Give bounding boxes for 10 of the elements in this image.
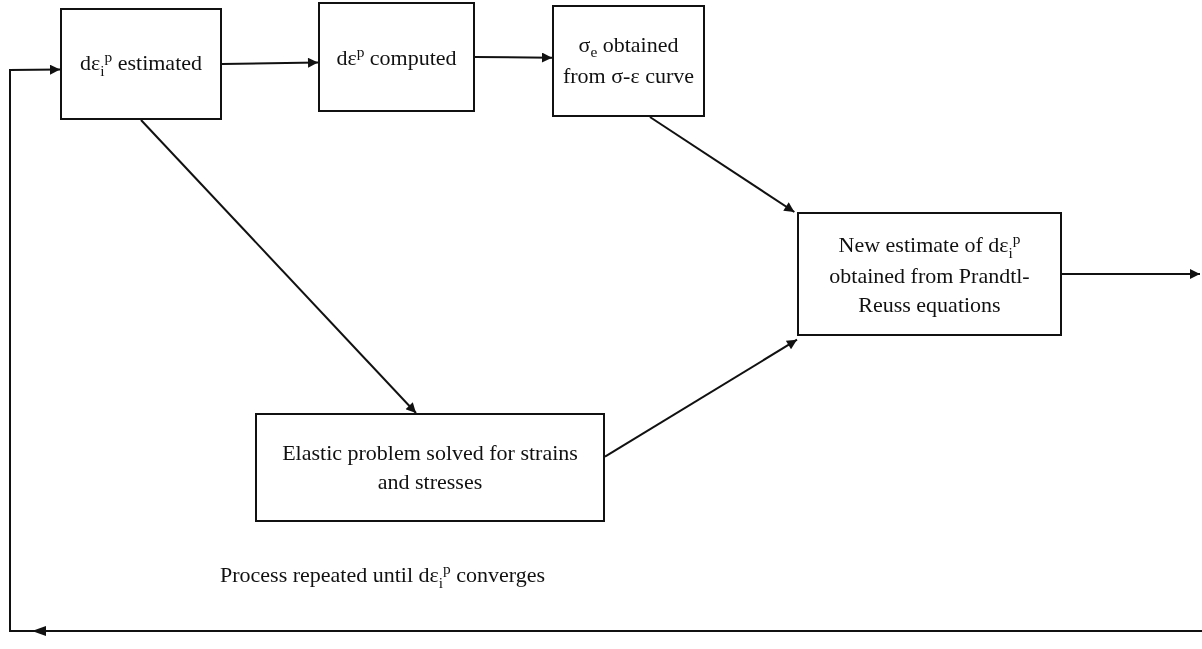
process-box (255, 413, 605, 522)
box-text: dε$^{p}$ computed (336, 41, 457, 72)
process-box (797, 212, 1062, 336)
note-text: Process repeated until dε$_{i}$$^{p}$ converges (220, 560, 546, 592)
process-box (318, 2, 475, 112)
box-text: σ$_{e}$ obtained from σ-ε curve (562, 31, 695, 91)
box-text: Elastic problem solved for strains and stresses (281, 438, 579, 496)
box-text: dε$_{i}$$^{p}$ estimated (79, 47, 202, 81)
process-box (60, 8, 222, 120)
process-box (552, 5, 705, 117)
